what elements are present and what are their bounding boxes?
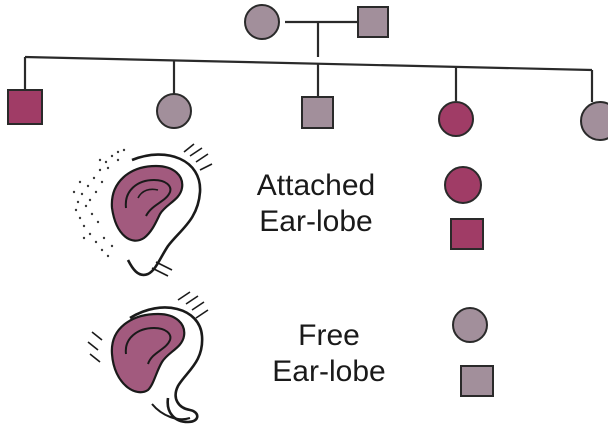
legend-attached-square <box>451 219 483 249</box>
child-5-female-circle <box>581 102 608 140</box>
parent-female-circle <box>245 5 279 39</box>
attached-ear-icon <box>73 144 212 276</box>
free-ear-icon <box>88 292 208 422</box>
parent-male-square <box>358 7 388 37</box>
child-1-male-square <box>8 90 42 124</box>
child-3-male-square <box>302 97 333 128</box>
legend-free-circle <box>453 308 487 342</box>
legend-attached-line1: Attached <box>236 168 396 204</box>
sibship-line <box>25 57 592 70</box>
child-2-female-circle <box>157 94 191 128</box>
legend-attached-label: Attached Ear-lobe <box>236 168 396 240</box>
legend-attached-circle <box>445 167 481 203</box>
legend-free-line1: Free <box>254 318 404 354</box>
legend-attached-line2: Ear-lobe <box>236 204 396 240</box>
child-4-female-circle <box>439 102 473 136</box>
legend-free-square <box>461 366 493 396</box>
legend-free-label: Free Ear-lobe <box>254 318 404 390</box>
legend-free-line2: Ear-lobe <box>254 354 404 390</box>
pedigree-lines <box>25 22 592 102</box>
